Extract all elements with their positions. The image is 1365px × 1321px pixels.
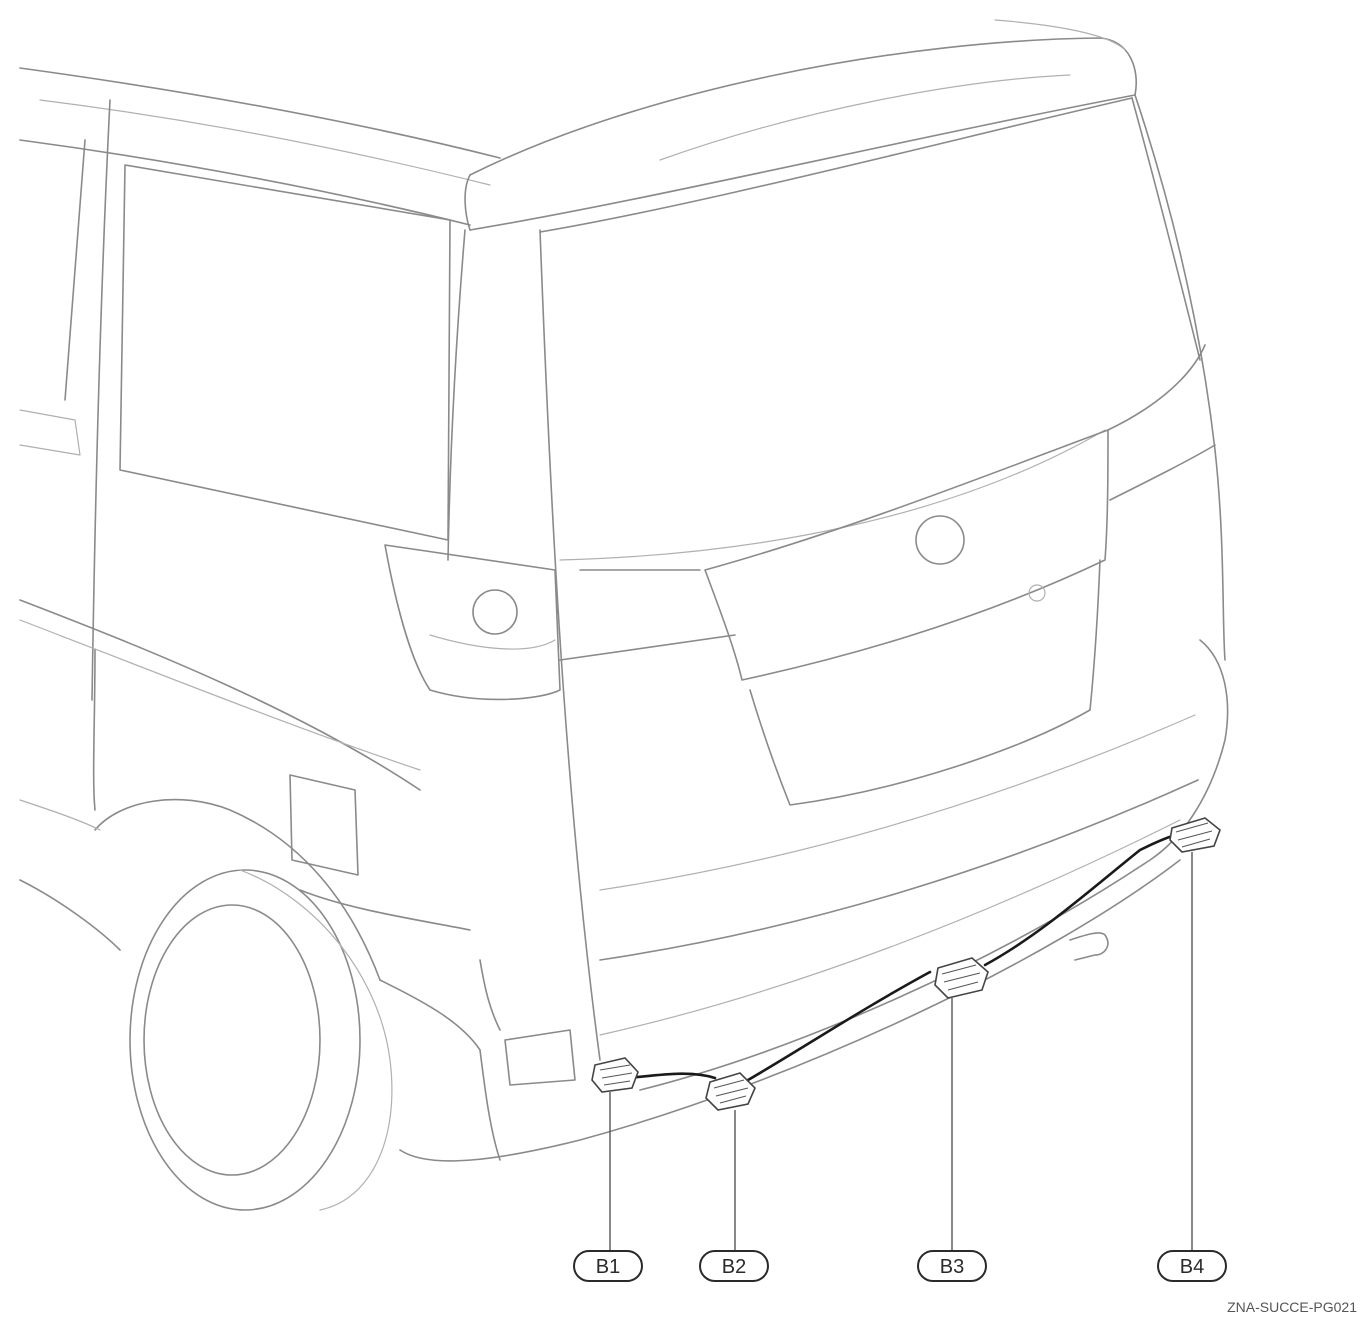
connector-b4-shape — [1169, 817, 1221, 853]
connector-b2-shape — [705, 1072, 756, 1111]
callout-b3: B3 — [917, 1250, 987, 1282]
callout-b1-label: B1 — [596, 1256, 620, 1278]
callout-b1: B1 — [573, 1250, 643, 1282]
leader-lines — [609, 852, 1193, 1250]
wiring-harness — [626, 833, 1177, 1082]
callout-b2-label: B2 — [722, 1256, 746, 1278]
callout-b2: B2 — [699, 1250, 769, 1282]
vehicle-body — [19, 19, 1229, 1211]
connector-b3-shape — [934, 957, 989, 999]
connector-b1-shape — [591, 1057, 639, 1093]
callout-b4: B4 — [1157, 1250, 1227, 1282]
callout-b3-label: B3 — [940, 1256, 964, 1278]
figure-reference-code: ZNA-SUCCE-PG021 — [1227, 1299, 1357, 1315]
callout-b4-label: B4 — [1180, 1256, 1204, 1278]
